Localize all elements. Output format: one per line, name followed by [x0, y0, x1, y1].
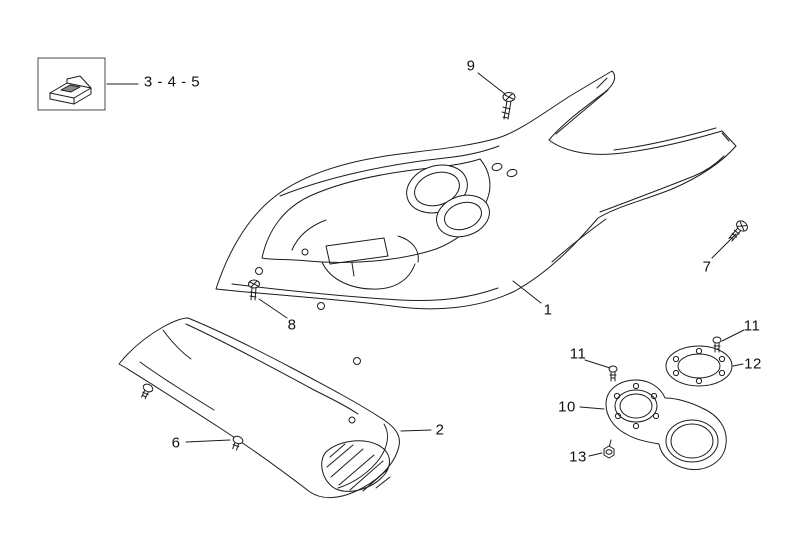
callout-part-2: 2	[435, 421, 445, 439]
callout-part-9: 9	[466, 57, 476, 75]
flange-ring-part-12-drawing	[665, 345, 733, 387]
callout-part-8: 8	[287, 316, 297, 334]
callout-part-13: 13	[569, 448, 587, 466]
leader-lines	[106, 72, 745, 457]
nut-13-drawing	[603, 445, 615, 459]
clip-3-4-5-drawing	[37, 57, 106, 111]
callout-part-12: 12	[744, 355, 762, 373]
screw-11-left-drawing	[608, 365, 618, 382]
callout-part-6: 6	[171, 434, 181, 452]
screw-6-lower-drawing	[232, 435, 244, 451]
upper-cover-part-1-drawing	[215, 70, 737, 365]
callout-part-11-right: 11	[743, 317, 761, 335]
screw-7-drawing	[728, 220, 748, 242]
callout-part-11-left: 11	[569, 345, 587, 363]
callout-part-10: 10	[558, 398, 576, 416]
screw-11-right-drawing	[712, 336, 722, 353]
support-plate-part-10-drawing	[605, 379, 727, 471]
callout-part-7: 7	[702, 258, 712, 276]
callout-part-1: 1	[543, 301, 553, 319]
lower-cover-part-2-drawing	[118, 317, 400, 499]
screw-8-drawing	[248, 279, 260, 301]
callout-group-3-4-5: 3 - 4 - 5	[143, 73, 201, 91]
screw-6-upper-drawing	[141, 383, 154, 400]
screw-9-drawing	[501, 92, 516, 120]
